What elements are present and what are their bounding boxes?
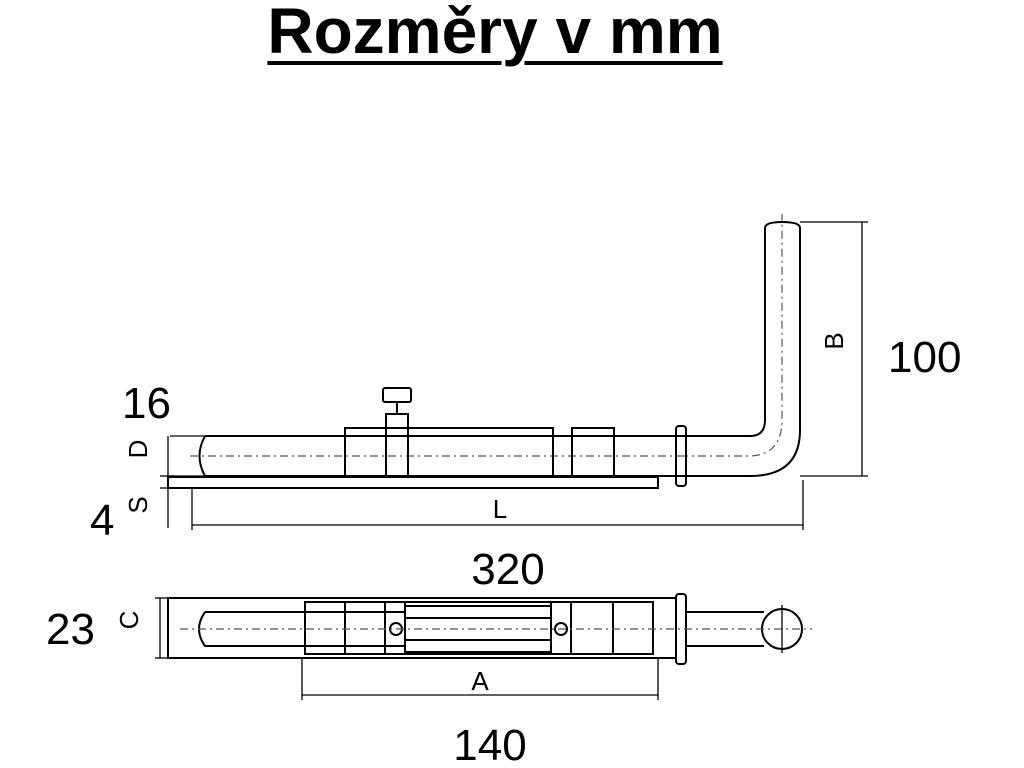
page-title: Rozměry v mm [267,0,723,67]
slot [198,611,406,647]
rod-tip [198,435,206,477]
knob-stem [385,413,409,477]
base-plate [167,476,659,489]
dim-l-value: 320 [471,545,544,594]
dim-a-letter: A [471,666,489,696]
dim-d-letter: D [123,440,153,459]
top-view [155,593,812,700]
dim-d-value: 16 [122,379,171,428]
housing-main [344,427,554,477]
dim-l-letter: L [493,494,507,524]
dim-c-value: 23 [46,605,95,654]
rod-bend [749,220,801,477]
dim-s-value: 4 [90,496,114,545]
dim-b-value: 100 [888,333,961,382]
housing-small [571,427,615,477]
dim-b-letter: B [819,332,849,349]
side-view [160,214,868,530]
ring [675,425,687,487]
dim-a-value: 140 [453,721,526,768]
dim-s-letter: S [123,496,153,513]
dim-c-letter: C [114,611,144,630]
knob-head [382,387,412,403]
